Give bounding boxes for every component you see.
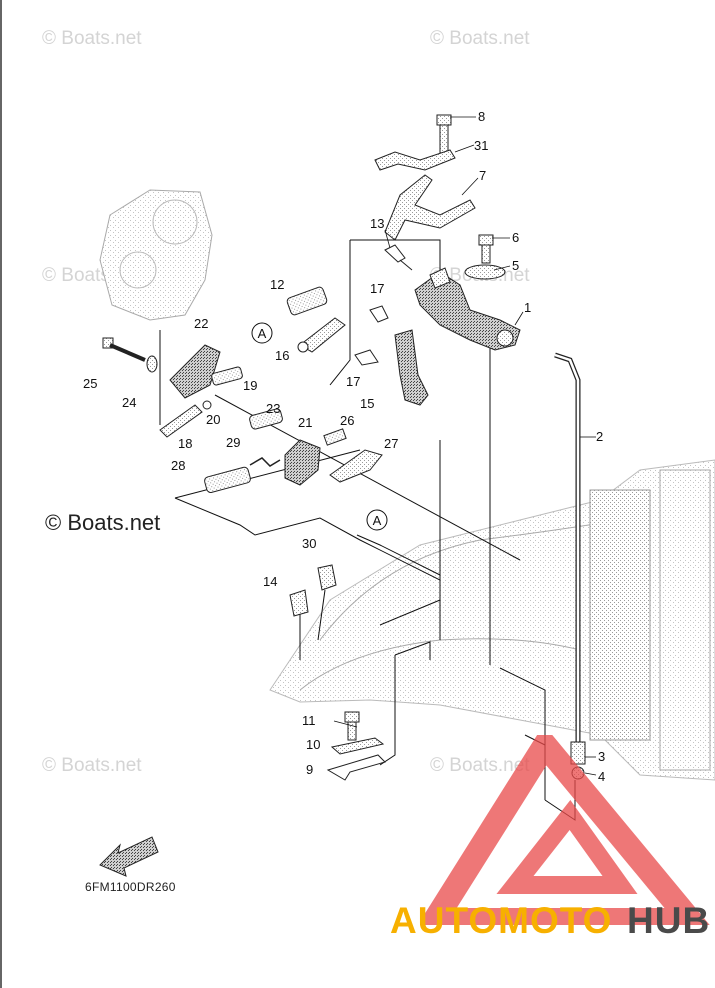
brand-name-part2: HUB <box>627 900 711 941</box>
part-12-pin <box>286 286 328 316</box>
callout-13: 13 <box>370 216 384 231</box>
part-30-clip <box>317 564 337 591</box>
part-21-bracket <box>284 439 321 486</box>
part-11-bolt <box>344 711 360 741</box>
callout-5: 5 <box>512 258 519 273</box>
part-14-clip <box>289 589 309 617</box>
brand-name-part1: AUTOMOTO <box>390 900 613 941</box>
callout-24: 24 <box>122 395 136 410</box>
part-25-bolt <box>102 337 146 362</box>
callout-26: 26 <box>340 413 354 428</box>
callout-23: 23 <box>266 401 280 416</box>
callout-7: 7 <box>479 168 486 183</box>
callout-22: 22 <box>194 316 208 331</box>
callout-9: 9 <box>306 762 313 777</box>
callout-2: 2 <box>596 429 603 444</box>
callout-1: 1 <box>524 300 531 315</box>
callout-15: 15 <box>360 396 374 411</box>
ref-mark-a-2: A <box>366 509 388 531</box>
callout-10: 10 <box>306 737 320 752</box>
callout-21: 21 <box>298 415 312 430</box>
part-2-shift-rod <box>554 352 581 745</box>
callout-6: 6 <box>512 230 519 245</box>
callout-28: 28 <box>171 458 185 473</box>
fwd-arrow-icon <box>99 836 159 877</box>
part-31-bracket <box>374 149 456 171</box>
part-19-pin <box>211 366 243 386</box>
ref-mark-a-1-label: A <box>258 326 267 341</box>
part-24-washer <box>146 355 158 373</box>
callout-8: 8 <box>478 109 485 124</box>
callout-12: 12 <box>270 277 284 292</box>
callout-17: 17 <box>370 281 384 296</box>
brand-logo-icon <box>420 735 710 925</box>
part-18-link <box>159 404 203 438</box>
callout-30: 30 <box>302 536 316 551</box>
part-29-spring <box>249 457 281 467</box>
part-17-clip-lower <box>354 349 379 366</box>
part-1-lever-assembly <box>414 267 521 351</box>
callout-19: 19 <box>243 378 257 393</box>
part-26-bolt <box>323 428 347 446</box>
part-17-clip-upper <box>369 305 389 323</box>
part-6-bolt <box>478 234 494 264</box>
part-20-clip <box>202 400 212 410</box>
callout-14: 14 <box>263 574 277 589</box>
callout-31: 31 <box>474 138 488 153</box>
part-22-bracket <box>169 344 221 399</box>
part-23-pin <box>249 408 283 430</box>
ref-mark-a-2-label: A <box>373 513 382 528</box>
callout-3: 3 <box>598 749 605 764</box>
callout-labels: 8 31 7 13 6 5 17 12 1 22 16 17 25 24 19 15 2 23 26 20 21 18 29… <box>83 109 605 784</box>
part-3-grommet <box>570 741 586 765</box>
callout-20: 20 <box>206 412 220 427</box>
part-27-lever <box>329 449 383 483</box>
part-10-plate <box>330 737 385 755</box>
watermark-top-right: © Boats.net <box>430 28 530 49</box>
engine-block-ghost <box>99 189 213 321</box>
part-5-washer <box>464 264 506 280</box>
callout-16: 16 <box>275 348 289 363</box>
callout-17: 17 <box>346 374 360 389</box>
callout-4: 4 <box>598 769 605 784</box>
diagram-code: 6FM1100DR260 <box>85 880 176 894</box>
watermark-main: © Boats.net <box>45 510 161 535</box>
lower-casing-ghost <box>269 459 715 781</box>
part-9-bracket <box>326 754 386 781</box>
callout-leaders <box>333 116 597 776</box>
part-13-clip <box>384 244 413 271</box>
watermark-top-left: © Boats.net <box>42 28 142 49</box>
watermark-bottom-right: © Boats.net <box>430 755 530 776</box>
ref-mark-a-1: A <box>251 322 273 344</box>
callout-11: 11 <box>302 713 316 728</box>
part-7-bracket <box>384 174 476 241</box>
watermark-bottom-left: © Boats.net <box>42 755 142 776</box>
callout-18: 18 <box>178 436 192 451</box>
callout-27: 27 <box>384 436 398 451</box>
part-15-shift-lever <box>394 329 429 406</box>
callout-29: 29 <box>226 435 240 450</box>
part-28-pin <box>204 466 251 494</box>
part-16-link <box>297 317 346 353</box>
callout-25: 25 <box>83 376 97 391</box>
